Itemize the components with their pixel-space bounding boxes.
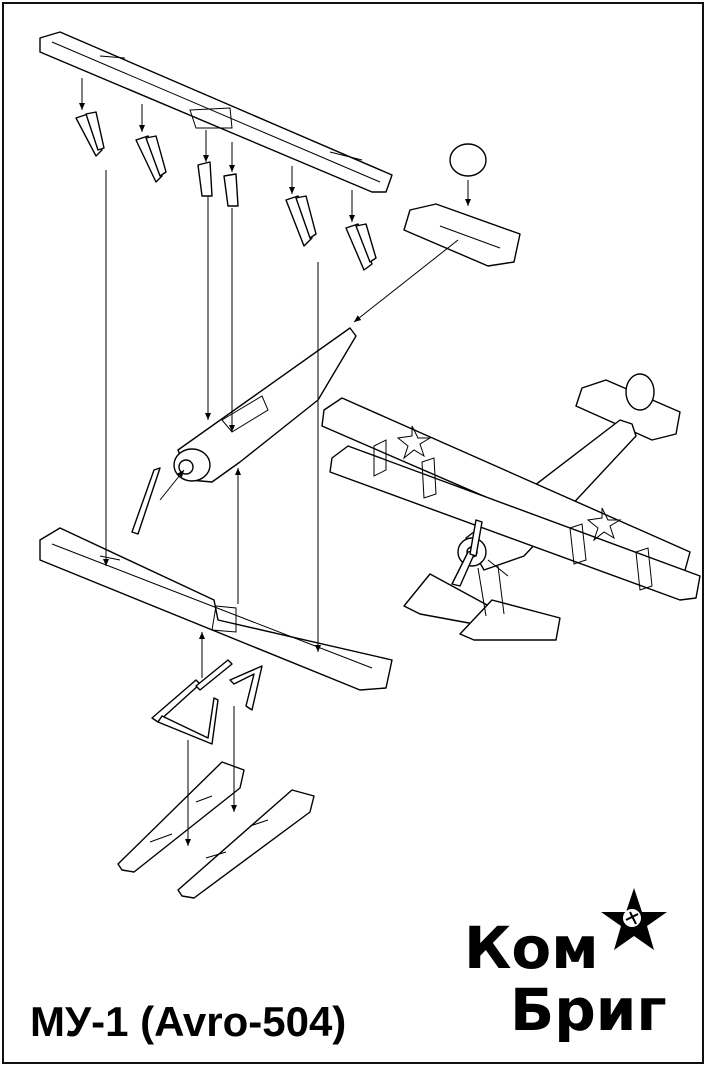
interplane-struts bbox=[75, 111, 377, 271]
propeller bbox=[131, 467, 161, 535]
logo-word-kom: Ком bbox=[464, 914, 599, 982]
lower-wing bbox=[39, 527, 393, 691]
float-struts bbox=[151, 659, 263, 745]
upper-wing bbox=[39, 31, 393, 193]
star-emblem-icon bbox=[601, 888, 667, 950]
assembled-aircraft bbox=[321, 373, 701, 641]
logo-word-brig: Бриг bbox=[510, 976, 667, 1044]
assembly-arrows bbox=[79, 78, 471, 846]
floats bbox=[117, 761, 315, 899]
kombrig-logo: Ком Бриг bbox=[464, 888, 667, 1044]
fuselage bbox=[173, 327, 357, 483]
tail-unit bbox=[403, 143, 521, 267]
model-title: МУ-1 (Avro-504) bbox=[30, 998, 347, 1045]
